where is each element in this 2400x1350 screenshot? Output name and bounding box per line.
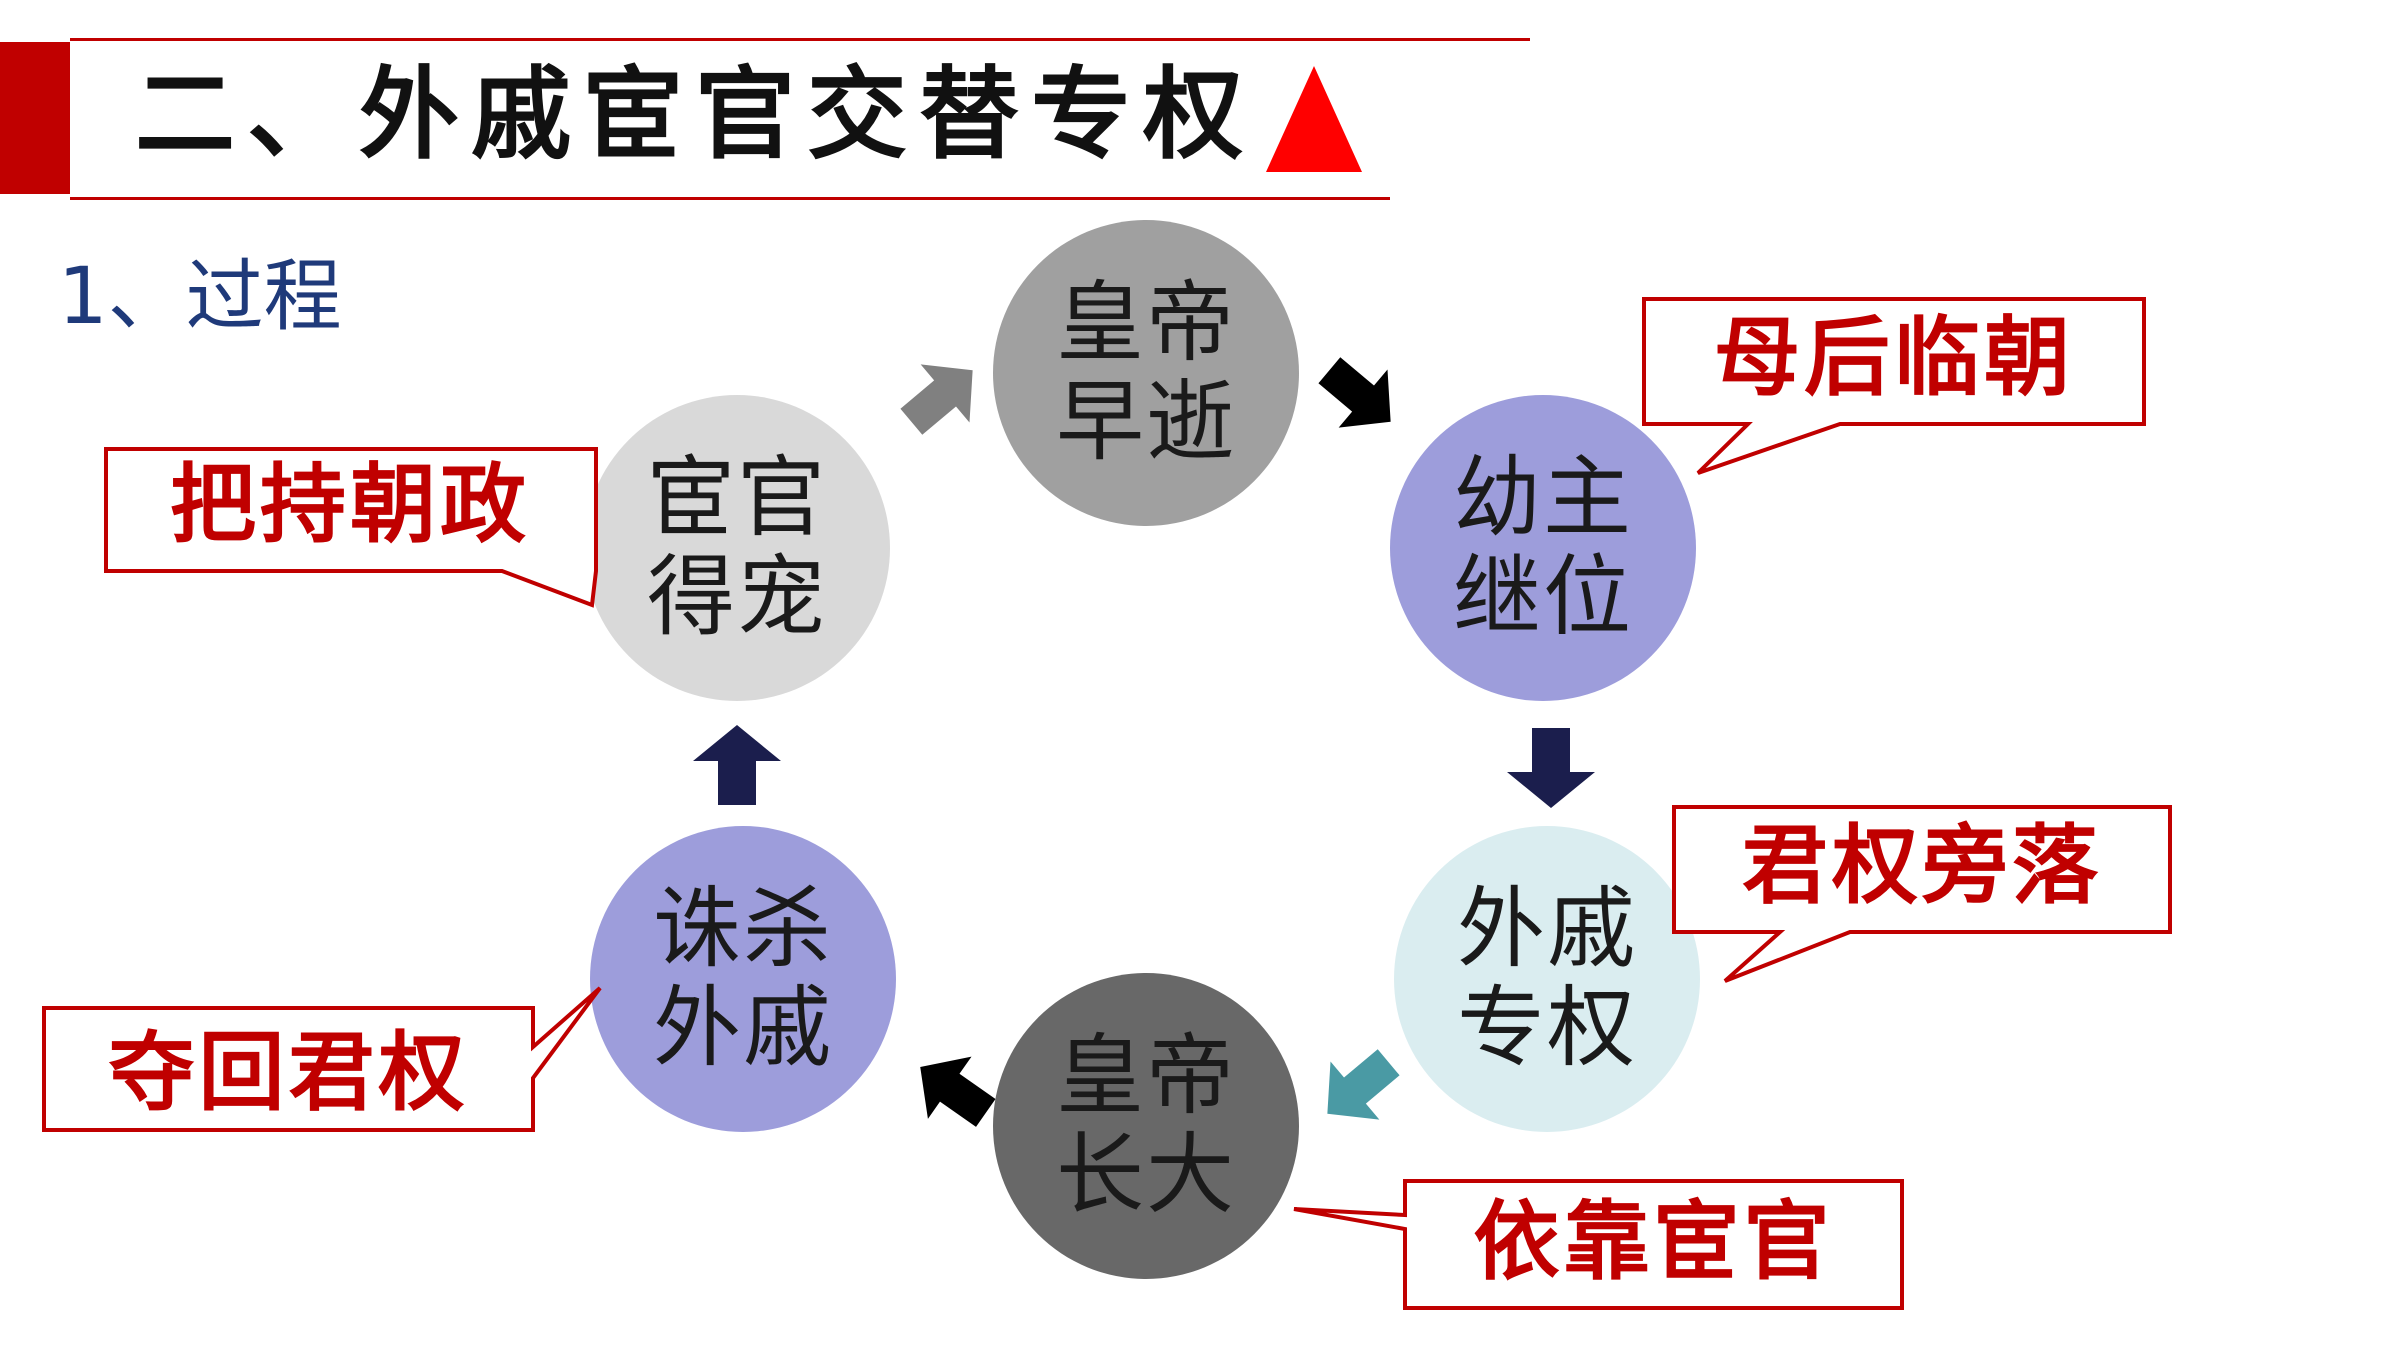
callout-rely-on-eunuchs: 依靠宦官 bbox=[1473, 1192, 1834, 1292]
page-title: 二、外戚宦官交替专权 bbox=[135, 56, 1255, 173]
callout-control-government: 把持朝政 bbox=[170, 455, 530, 555]
node-label: 外戚专权 bbox=[1456, 877, 1637, 1079]
section-heading: 1、过程 bbox=[58, 252, 342, 342]
cycle-arrow bbox=[900, 364, 973, 435]
cycle-arrow bbox=[1327, 1049, 1400, 1120]
accent-bar bbox=[0, 42, 70, 194]
node-label: 皇帝长大 bbox=[1055, 1024, 1236, 1226]
callout-shape bbox=[1293, 1179, 1904, 1310]
cycle-arrow bbox=[693, 725, 781, 805]
red-triangle-icon bbox=[1266, 66, 1362, 172]
cycle-node-eunuchs-favored: 宦官得宠 bbox=[584, 395, 890, 701]
cycle-node-emperor-grows-up: 皇帝长大 bbox=[993, 973, 1299, 1279]
node-label: 宦官得宠 bbox=[646, 446, 827, 648]
header-rule-top bbox=[70, 38, 1530, 41]
header-rule-bottom bbox=[70, 197, 1390, 200]
callout-shape bbox=[104, 447, 598, 608]
node-label: 皇帝早逝 bbox=[1055, 271, 1236, 473]
callout-empress-dowager-regency: 母后临朝 bbox=[1714, 308, 2074, 408]
cycle-node-child-emperor: 幼主继位 bbox=[1390, 395, 1696, 701]
node-label: 幼主继位 bbox=[1452, 446, 1633, 648]
cycle-arrow bbox=[1318, 357, 1391, 428]
cycle-node-consort-clan-power: 外戚专权 bbox=[1394, 826, 1700, 1132]
callout-imperial-power-sidelined: 君权旁落 bbox=[1742, 816, 2102, 916]
cycle-arrow bbox=[920, 1056, 996, 1127]
cycle-node-emperor-dies-young: 皇帝早逝 bbox=[993, 220, 1299, 526]
node-label: 诛杀外戚 bbox=[652, 877, 833, 1079]
callout-reclaim-imperial-power: 夺回君权 bbox=[108, 1023, 469, 1123]
callout-shape bbox=[1642, 297, 2146, 475]
callout-shape bbox=[42, 986, 602, 1132]
cycle-arrow bbox=[1507, 728, 1595, 808]
callout-shape bbox=[1672, 805, 2172, 983]
cycle-node-kill-consort-clan: 诛杀外戚 bbox=[590, 826, 896, 1132]
slide-header: 二、外戚宦官交替专权 bbox=[0, 0, 1540, 210]
